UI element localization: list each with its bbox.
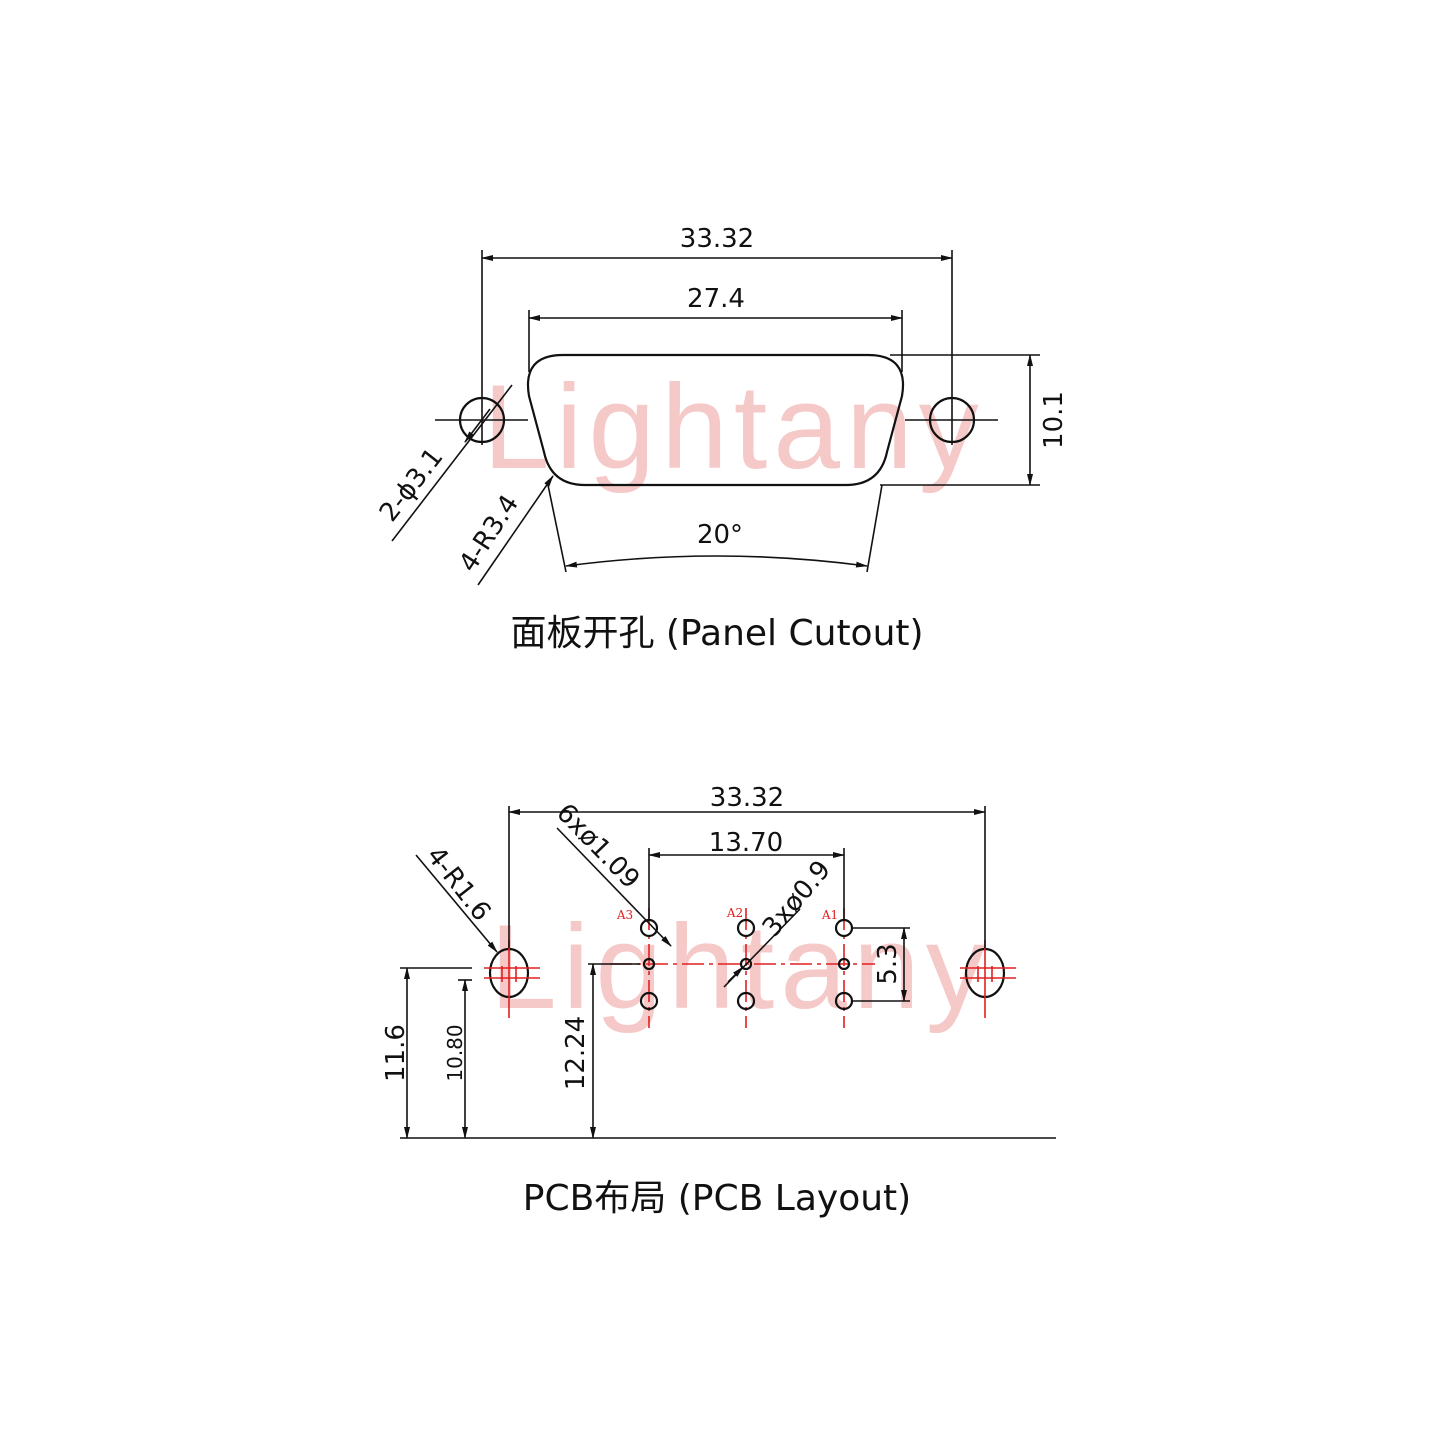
dim-overall-width: 33.32 bbox=[710, 783, 784, 813]
pcb-hole-pin bbox=[837, 957, 851, 971]
dim-angle: 20° bbox=[697, 520, 743, 550]
dim-corner-radius: 4-R1.6 bbox=[420, 841, 496, 927]
pin-label-a3: A3 bbox=[616, 908, 633, 922]
angle-arc bbox=[565, 555, 868, 568]
angle-extension bbox=[547, 484, 567, 573]
panel-cutout-view: 33.32 27.4 10.1 2-ϕ3.1 4-R3.4 20° 面板开孔 (… bbox=[374, 224, 1069, 654]
leader-corner-radius bbox=[415, 854, 498, 953]
leader-arrow bbox=[464, 408, 491, 443]
angle-extension bbox=[866, 484, 883, 573]
leader-small-holes bbox=[556, 827, 672, 947]
panel-cutout-title: 面板开孔 (Panel Cutout) bbox=[510, 613, 923, 654]
dim-row-pitch: 5.3 bbox=[873, 943, 903, 984]
d-cutout-outline bbox=[526, 353, 905, 487]
dim-height-pins: 12.24 bbox=[561, 1016, 591, 1090]
dim-pin-span: 13.70 bbox=[709, 828, 783, 858]
dim-height-center: 10.80 bbox=[443, 1024, 467, 1081]
dim-cutout-width: 27.4 bbox=[687, 284, 745, 314]
pcb-hole-small bbox=[736, 991, 756, 1011]
pcb-hole-pin bbox=[739, 957, 753, 971]
leader-corner-radius bbox=[477, 475, 554, 586]
slot-centerlines bbox=[484, 940, 1016, 1018]
pcb-layout-title: PCB布局 (PCB Layout) bbox=[523, 1178, 911, 1219]
dim-height: 10.1 bbox=[1039, 391, 1069, 449]
pcb-hole-small bbox=[736, 918, 756, 938]
pin-label-a2: A2 bbox=[726, 906, 743, 920]
pcb-hole-pin bbox=[642, 957, 656, 971]
dim-overall-width: 33.32 bbox=[680, 224, 754, 254]
dim-height-mount: 11.6 bbox=[381, 1024, 411, 1082]
leader-hole bbox=[391, 384, 513, 542]
leader-arrow bbox=[727, 966, 744, 983]
dim-corner-radius: 4-R3.4 bbox=[453, 490, 525, 578]
pcb-hole-small bbox=[639, 991, 659, 1011]
pin-label-a1: A1 bbox=[821, 908, 838, 922]
watermark-top: Lightany bbox=[483, 360, 985, 494]
